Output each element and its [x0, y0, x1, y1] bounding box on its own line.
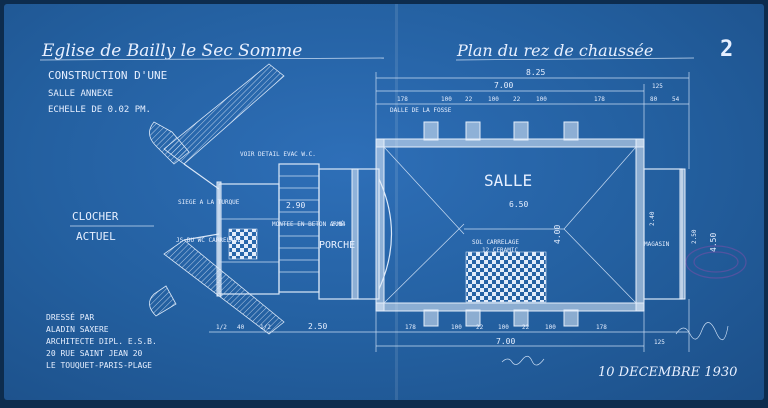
author-line3: ARCHITECTE DIPL. E.S.B. — [46, 337, 157, 346]
magasin-label: MAGASIN — [644, 241, 670, 248]
blueprint-sheet: Eglise de Bailly le Sec Somme Plan du re… — [4, 4, 764, 400]
salle-label: SALLE — [484, 171, 532, 190]
dim-bottom-b10: 100 — [545, 324, 556, 331]
dim-side-h2: 4.00 — [553, 225, 562, 244]
clocher-line1: CLOCHER — [72, 210, 119, 223]
dim-top-r3: 22 — [465, 96, 473, 103]
dim-top-r1: 178 — [397, 96, 408, 103]
dim-bottom-b1: 1/2 — [216, 324, 227, 331]
dim-side-h1: 6.50 — [509, 200, 528, 209]
signature-mark-small — [501, 355, 545, 366]
dim-side-h6: 2.40 — [649, 211, 656, 226]
floor-plan-drawing: Eglise de Bailly le Sec Somme Plan du re… — [39, 37, 747, 380]
dim-top-r4: 100 — [488, 96, 499, 103]
jsdu-label: JS DU WC CARRELAGE — [176, 237, 241, 244]
signature-mark — [675, 322, 729, 340]
dim-side-h5: 2.50 — [691, 229, 698, 244]
sheet-number: 2 — [720, 37, 733, 62]
dim-side-h4: 2.84 — [331, 221, 346, 228]
dalle-label: DALLE DE LA FOSSE — [390, 107, 452, 114]
sol-carrelage-area — [465, 251, 547, 303]
dimension-lines-top — [375, 72, 690, 169]
dim-bottom-b11: 178 — [596, 324, 607, 331]
dim-bottom-b5: 178 — [405, 324, 416, 331]
stairs — [278, 163, 320, 293]
dim-bottom-b7: 22 — [476, 324, 484, 331]
magasin — [643, 168, 686, 300]
construction-line2: SALLE ANNEXE — [48, 89, 113, 99]
dim-bottom-b2: 40 — [237, 324, 245, 331]
plan-title: Plan du rez de chaussée — [456, 41, 653, 60]
construction-line1: CONSTRUCTION D'UNE — [48, 69, 167, 82]
dim-side-h3: 4.50 — [709, 233, 718, 252]
author-line1: DRESSÉ PAR — [46, 311, 94, 322]
montee-label: MONTEE EN BETON ARMÉ — [272, 220, 345, 228]
clocher-line2: ACTUEL — [76, 230, 116, 243]
dim-bottom-b8: 100 — [498, 324, 509, 331]
dim-top-r7: 178 — [594, 96, 605, 103]
sol2-label: 12 CERAMIC — [482, 247, 519, 254]
sheet-fold — [395, 4, 398, 400]
salle-outline — [375, 121, 645, 327]
dim-bottom-right: 125 — [654, 339, 665, 346]
date-label: 10 DECEMBRE 1930 — [598, 365, 737, 380]
dim-bottom-b6: 100 — [451, 324, 462, 331]
dim-top-r6: 100 — [536, 96, 547, 103]
porche-label: PORCHE — [319, 240, 355, 251]
dim-top-overall: 8.25 — [526, 68, 545, 77]
author-line5: LE TOUQUET-PARIS-PLAGE — [46, 361, 152, 370]
author-line4: 20 RUE SAINT JEAN 20 — [46, 349, 143, 358]
dim-top-r8: 80 — [650, 96, 658, 103]
church-title: Eglise de Bailly le Sec Somme — [41, 41, 302, 61]
author-line2: ALADIN SAXERE — [46, 325, 109, 334]
dim-bottom-b3: 1/2 — [260, 324, 271, 331]
siege-label: SIEGE A LA TURQUE — [178, 199, 240, 206]
ink-stamp — [685, 245, 747, 279]
dim-top-r2: 100 — [441, 96, 452, 103]
dim-top-r9: 54 — [672, 96, 680, 103]
dim-top-r5: 22 — [513, 96, 521, 103]
dimension-lines-bottom — [209, 299, 690, 352]
scale-label: ECHELLE DE 0.02 PM. — [48, 105, 151, 115]
dim-top-right: 125 — [652, 83, 663, 90]
dim-bottom-b9: 22 — [522, 324, 530, 331]
dim-side-left: 2.90 — [286, 201, 305, 210]
wc-detail-label: VOIR DETAIL EVAC W.C. — [240, 151, 316, 158]
dim-bottom-inner: 7.00 — [496, 337, 515, 346]
sol-label: SOL CARRELAGE — [472, 239, 519, 246]
dim-top-inner: 7.00 — [494, 81, 513, 90]
dim-bottom-b4: 2.50 — [308, 322, 327, 331]
